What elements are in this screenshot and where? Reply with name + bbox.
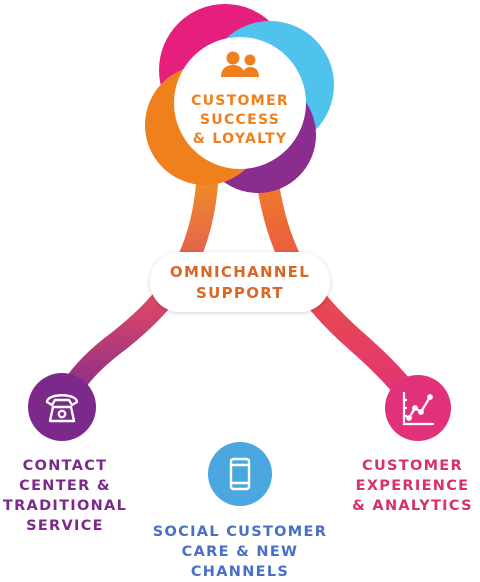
label-line: OMNICHANNEL: [169, 263, 311, 281]
line-chart-icon: [402, 392, 434, 426]
label-line: & LOYALTY: [192, 131, 288, 147]
customer-experience-label: CUSTOMER EXPERIENCE & ANALYTICS: [345, 456, 480, 516]
social-node: [208, 442, 272, 506]
label-line: & ANALYTICS: [352, 498, 473, 514]
contact-center-label: CONTACT CENTER & TRADITIONAL SERVICE: [0, 456, 130, 536]
customer-success-label: CUSTOMER SUCCESS & LOYALTY: [160, 92, 320, 149]
label-line: TRADITIONAL: [2, 498, 128, 514]
label-line: CARE & NEW: [181, 544, 299, 560]
users-icon: [221, 51, 259, 77]
label-line: SOCIAL CUSTOMER: [152, 524, 328, 540]
label-line: SUPPORT: [196, 284, 284, 302]
cx-node: [385, 375, 451, 441]
label-line: CHANNELS: [190, 564, 290, 580]
label-line: EXPERIENCE: [355, 478, 470, 494]
omnichannel-label: OMNICHANNEL SUPPORT: [150, 262, 330, 304]
telephone-icon: [45, 394, 79, 423]
label-line: SUCCESS: [199, 112, 281, 128]
label-line: CUSTOMER: [191, 93, 289, 109]
label-line: CUSTOMER: [362, 458, 463, 474]
label-line: CONTACT: [22, 458, 108, 474]
omnichannel-pill: [150, 252, 330, 312]
smartphone-icon: [229, 457, 251, 491]
label-line: CENTER &: [19, 478, 111, 494]
label-line: SERVICE: [26, 518, 104, 534]
center-disc: [174, 37, 306, 169]
social-care-label: SOCIAL CUSTOMER CARE & NEW CHANNELS: [140, 522, 340, 582]
